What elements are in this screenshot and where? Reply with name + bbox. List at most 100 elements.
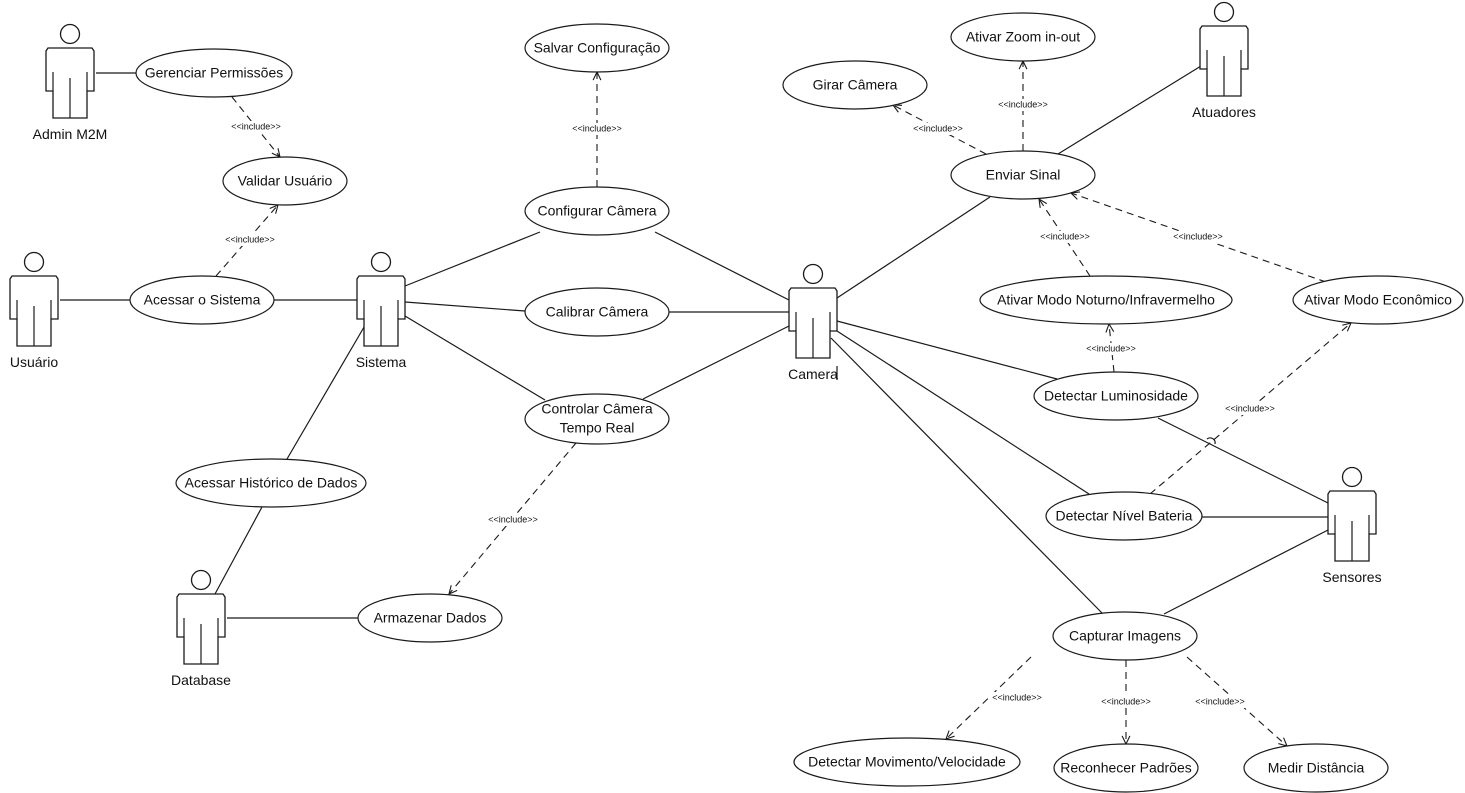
actor-atuadores[interactable]: Atuadores: [1192, 1, 1256, 121]
actor-database[interactable]: Database: [171, 569, 231, 689]
use-case-label: Validar Usuário: [238, 173, 333, 189]
use-case-label: Detectar Movimento/Velocidade: [808, 754, 1006, 770]
use-case-armazenar[interactable]: Armazenar Dados: [357, 593, 503, 643]
include-bateria-economico: <<include>>: [1149, 322, 1352, 495]
include-gerenciar-validar: <<include>>: [228, 96, 284, 158]
use-case-padroes[interactable]: Reconhecer Padrões: [1053, 743, 1199, 793]
use-case-ellipse[interactable]: [524, 23, 670, 73]
use-case-girar[interactable]: Girar Câmera: [782, 60, 928, 110]
use-case-ellipse[interactable]: [950, 12, 1096, 62]
use-case-ellipse[interactable]: [1053, 743, 1199, 793]
actor-label: Camera: [788, 366, 838, 382]
include-label-bg: [1222, 403, 1278, 415]
include-label-bg: [222, 234, 278, 246]
include-label-bg: [1083, 343, 1139, 355]
use-case-ellipse[interactable]: [950, 150, 1096, 200]
use-case-configurar[interactable]: Configurar Câmera: [524, 186, 670, 236]
actor-camera[interactable]: Camera: [788, 263, 838, 383]
actor-usuario[interactable]: Usuário: [9, 251, 59, 371]
use-case-label: Detectar Luminosidade: [1044, 388, 1188, 404]
use-case-ellipse[interactable]: [357, 593, 503, 643]
include-label-bg: [995, 99, 1051, 111]
use-case-bateria[interactable]: Detectar Nível Bateria: [1045, 491, 1203, 541]
use-case-label: Detectar Nível Bateria: [1056, 508, 1193, 524]
include-label: <<include>>: [992, 692, 1042, 702]
include-luminosidade-noturno: <<include>>: [1083, 322, 1139, 373]
use-case-ellipse[interactable]: [524, 393, 670, 445]
use-case-economico[interactable]: Ativar Modo Econômico: [1292, 275, 1464, 325]
use-case-label: Controlar Câmera: [541, 401, 652, 417]
use-case-ellipse[interactable]: [524, 186, 670, 236]
association-camera-capturar: [830, 337, 1103, 614]
actor-sensores[interactable]: Sensores: [1322, 466, 1382, 586]
use-case-enviar[interactable]: Enviar Sinal: [950, 150, 1096, 200]
actor-label: Atuadores: [1192, 104, 1256, 120]
use-case-ellipse[interactable]: [979, 275, 1233, 325]
use-case-ellipse[interactable]: [1243, 743, 1389, 793]
include-label-bg: [485, 514, 541, 526]
use-case-calibrar[interactable]: Calibrar Câmera: [524, 287, 670, 337]
association-camera-luminosidade: [836, 320, 1058, 380]
use-case-ellipse[interactable]: [222, 156, 348, 206]
association-camera-enviar: [836, 196, 991, 299]
use-case-ellipse[interactable]: [524, 287, 670, 337]
links-layer: <<include>><<include>><<include>><<inclu…: [60, 59, 1352, 747]
use-case-luminosidade[interactable]: Detectar Luminosidade: [1033, 371, 1199, 421]
use-case-capturar[interactable]: Capturar Imagens: [1052, 611, 1198, 661]
actor-head-icon: [190, 569, 212, 591]
use-case-label: Gerenciar Permissões: [145, 65, 284, 81]
include-capturar-padroes: <<include>>: [1098, 660, 1154, 746]
actor-label: Usuário: [10, 354, 58, 370]
use-case-label: Enviar Sinal: [986, 167, 1061, 183]
actor-head-icon: [23, 251, 45, 273]
actor-admin[interactable]: Admin M2M: [33, 23, 108, 143]
use-case-salvar[interactable]: Salvar Configuração: [524, 23, 670, 73]
actor-head-icon: [59, 23, 81, 45]
use-case-noturno[interactable]: Ativar Modo Noturno/Infravermelho: [979, 275, 1233, 325]
use-case-ellipse[interactable]: [782, 60, 928, 110]
include-capturar-distancia: <<include>>: [1186, 656, 1288, 747]
actor-label: Admin M2M: [33, 126, 108, 142]
use-case-ellipse[interactable]: [1045, 491, 1203, 541]
include-noturno-enviar: <<include>>: [1037, 197, 1093, 277]
use-case-ellipse[interactable]: [1033, 371, 1199, 421]
use-case-ellipse[interactable]: [1052, 611, 1198, 661]
include-label: <<include>>: [1101, 696, 1151, 706]
association-sistema-configurar: [404, 231, 541, 287]
use-case-acessar[interactable]: Acessar o Sistema: [129, 275, 275, 325]
use-case-ellipse[interactable]: [129, 275, 275, 325]
use-case-distancia[interactable]: Medir Distância: [1243, 743, 1389, 793]
include-label-bg: [989, 692, 1045, 704]
include-label-bg: [1192, 696, 1248, 708]
use-case-ellipse[interactable]: [793, 737, 1021, 787]
include-line: [215, 204, 279, 277]
actor-sistema[interactable]: Sistema: [356, 251, 407, 371]
include-line: [1038, 198, 1091, 277]
include-label: <<include>>: [572, 123, 622, 133]
include-label: <<include>>: [1040, 231, 1090, 241]
include-label-bg: [1098, 696, 1154, 708]
use-case-movimento[interactable]: Detectar Movimento/Velocidade: [793, 737, 1021, 787]
include-label-bg: [228, 121, 284, 133]
use-case-label: Reconhecer Padrões: [1060, 760, 1192, 776]
association-configurar-camera: [654, 231, 790, 301]
actor-head-icon: [370, 251, 392, 273]
use-case-historico[interactable]: Acessar Histórico de Dados: [175, 458, 367, 508]
include-label: <<include>>: [1225, 403, 1275, 413]
actor-head-icon: [1341, 466, 1363, 488]
use-case-ellipse[interactable]: [175, 458, 367, 508]
use-case-label: Salvar Configuração: [534, 40, 661, 56]
association-sistema-historico: [286, 321, 368, 460]
use-case-ellipse[interactable]: [135, 48, 293, 98]
include-economico-enviar: <<include>>: [1069, 191, 1327, 283]
include-line: [945, 656, 1032, 740]
use-case-label: Acessar o Sistema: [144, 292, 261, 308]
include-label: <<include>>: [913, 123, 963, 133]
use-case-ellipse[interactable]: [1292, 275, 1464, 325]
use-case-validar[interactable]: Validar Usuário: [222, 156, 348, 206]
use-case-gerenciar[interactable]: Gerenciar Permissões: [135, 48, 293, 98]
include-enviar-zoom: <<include>>: [995, 59, 1051, 151]
use-case-zoom[interactable]: Ativar Zoom in-out: [950, 12, 1096, 62]
